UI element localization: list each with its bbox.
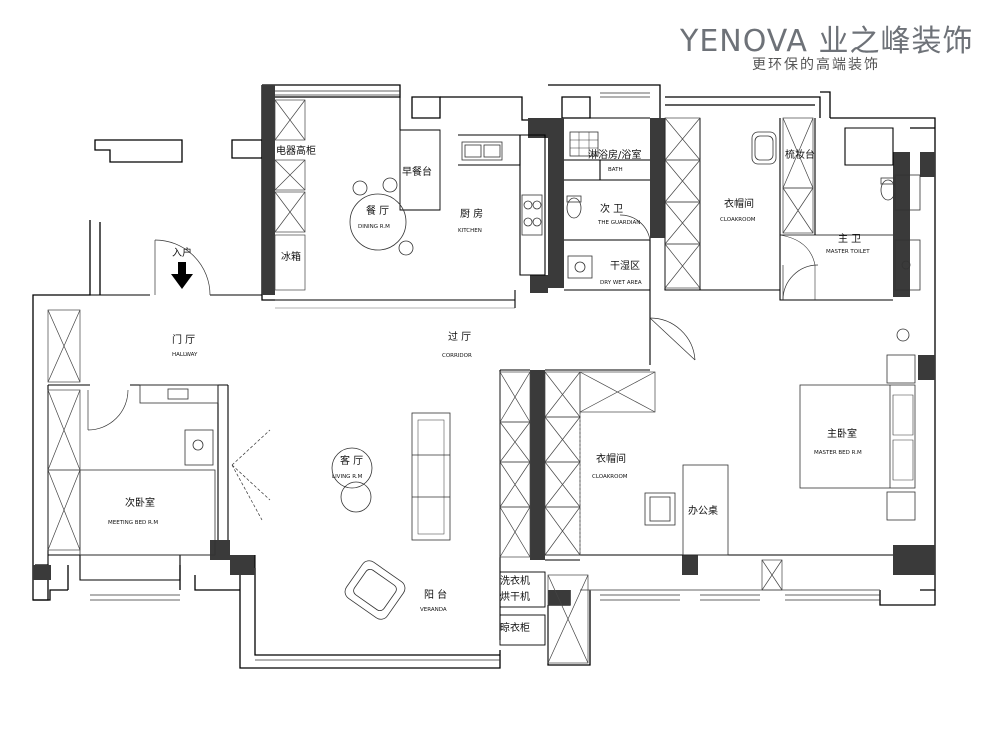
label-dry-wet-en: DRY WET AREA (600, 280, 642, 286)
interior-walls (33, 97, 894, 640)
label-desk: 办公桌 (688, 504, 718, 517)
brand-name: YENOVA 业之峰装饰 (680, 16, 973, 60)
room-labels: 电器高柜 餐 厅 DINING R.M 早餐台 厨 房 KITCHEN 冰箱 入… (108, 144, 870, 634)
master-bed (799, 384, 916, 489)
second-bed (79, 469, 216, 556)
label-hallway: 门 厅 (172, 333, 195, 346)
label-living: 客 厅 (340, 454, 363, 467)
label-breakfast: 早餐台 (402, 165, 432, 178)
brand-name-en: YENOVA (680, 24, 808, 59)
label-dining: 餐 厅 (366, 204, 389, 217)
guest-wc-door (619, 214, 651, 241)
label-vanity: 梳妆台 (785, 148, 815, 161)
living-fold-door (231, 429, 271, 521)
label-shower-en: BATH (608, 167, 623, 173)
label-kitchen-en: KITCHEN (458, 228, 482, 234)
label-master-wc: 主 卫 (838, 233, 861, 245)
second-desk (139, 384, 219, 404)
bathtub-top (751, 131, 777, 165)
second-washbasin (184, 429, 214, 466)
label-master-wc-en: MASTER TOILET (826, 249, 870, 255)
label-corridor: 过 厅 (448, 330, 471, 343)
office-chair (644, 492, 676, 526)
guest-sink (567, 255, 593, 279)
label-second-bed-en: MEETING BED R.M (108, 520, 158, 526)
label-cabinet: 电器高柜 (276, 144, 316, 157)
cloak-door (649, 317, 696, 361)
structural-walls (33, 85, 935, 605)
dining-table (349, 193, 407, 251)
brand-logo: YENOVA 业之峰装饰 更环保的高端装饰 (680, 12, 1000, 73)
label-washer: 洗衣机 (500, 574, 530, 587)
master-sink (894, 174, 921, 211)
armchair (344, 560, 406, 620)
label-hallway-en: HALLWAY (172, 352, 198, 358)
label-balcony: 阳 台 (424, 588, 447, 601)
label-fridge: 冰箱 (281, 250, 301, 263)
label-corridor-en: CORRIDOR (442, 353, 472, 359)
laundry-box (499, 571, 546, 646)
label-entry: 入户 (172, 246, 192, 259)
master-toilet (880, 179, 896, 201)
label-cloak-mid-en: CLOAKROOM (592, 474, 628, 480)
label-kitchen: 厨 房 (460, 207, 483, 220)
coffee-table-b (340, 481, 372, 513)
label-second-bed: 次卧室 (125, 496, 155, 509)
furniture (79, 131, 921, 620)
doors (87, 214, 819, 521)
windows (32, 90, 880, 661)
shower-grid (569, 131, 599, 157)
label-master-bed-en: MASTER BED R.M (814, 450, 862, 456)
entry-door (154, 239, 211, 296)
label-guest-wc: 次 卫 (600, 202, 623, 215)
kitchen-sink (461, 141, 503, 161)
office-desk (682, 464, 729, 556)
stove (521, 194, 543, 236)
brand-name-cn: 业之峰装饰 (818, 24, 974, 59)
label-drying-cab: 晾衣柜 (500, 621, 530, 634)
sofa (411, 412, 451, 541)
coffee-table-a (331, 447, 373, 489)
label-dry-wet: 干湿区 (610, 260, 640, 272)
bedroom-door (87, 389, 129, 431)
toilet-door (782, 264, 819, 301)
label-cloak-top-en: CLOAKROOM (720, 217, 756, 223)
label-balcony-en: VERANDA (420, 607, 447, 613)
label-dining-en: DINING R.M (358, 224, 390, 230)
label-master-bed: 主卧室 (827, 427, 857, 440)
brand-slogan: 更环保的高端装饰 (752, 57, 880, 73)
label-shower: 淋浴房/浴室 (588, 148, 641, 161)
master-basin (894, 239, 921, 291)
label-dryer: 烘干机 (500, 590, 530, 603)
label-cloak-mid: 衣帽间 (596, 452, 626, 465)
label-guest-wc-en: THE GUARDIAN (597, 220, 640, 226)
entry-arrow-icon (171, 262, 193, 289)
label-living-en: LIVING R.M (332, 474, 363, 480)
closet-units (47, 99, 814, 664)
label-cloak-top: 衣帽间 (724, 197, 754, 210)
guest-toilet (566, 197, 582, 219)
